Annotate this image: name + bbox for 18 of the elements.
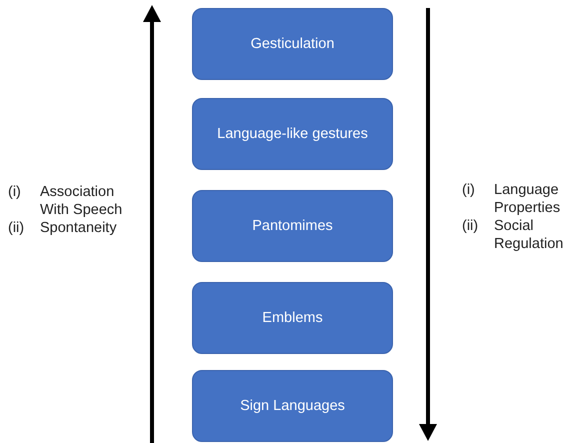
list-item-text: Spontaneity (40, 219, 118, 237)
list-numeral: (ii) (462, 217, 480, 236)
process-box (192, 190, 393, 262)
box-label: Emblems (261, 310, 324, 326)
list-numeral: (ii) (8, 219, 26, 237)
list-numeral: (i) (8, 183, 22, 202)
list-item-text: Social Regulation (494, 217, 564, 253)
process-box (192, 8, 393, 80)
process-box (192, 282, 393, 354)
process-box (192, 98, 393, 170)
list-item-text: Association With Speech (40, 183, 124, 219)
list-item-text: Language Properties (494, 181, 562, 217)
list-numeral: (i) (462, 181, 476, 200)
box-label: Gesticulation (250, 36, 336, 52)
box-label: Sign Languages (239, 398, 346, 414)
box-label: Pantomimes (251, 218, 334, 234)
box-label: Language-like gestures (216, 126, 369, 142)
process-box (192, 370, 393, 442)
